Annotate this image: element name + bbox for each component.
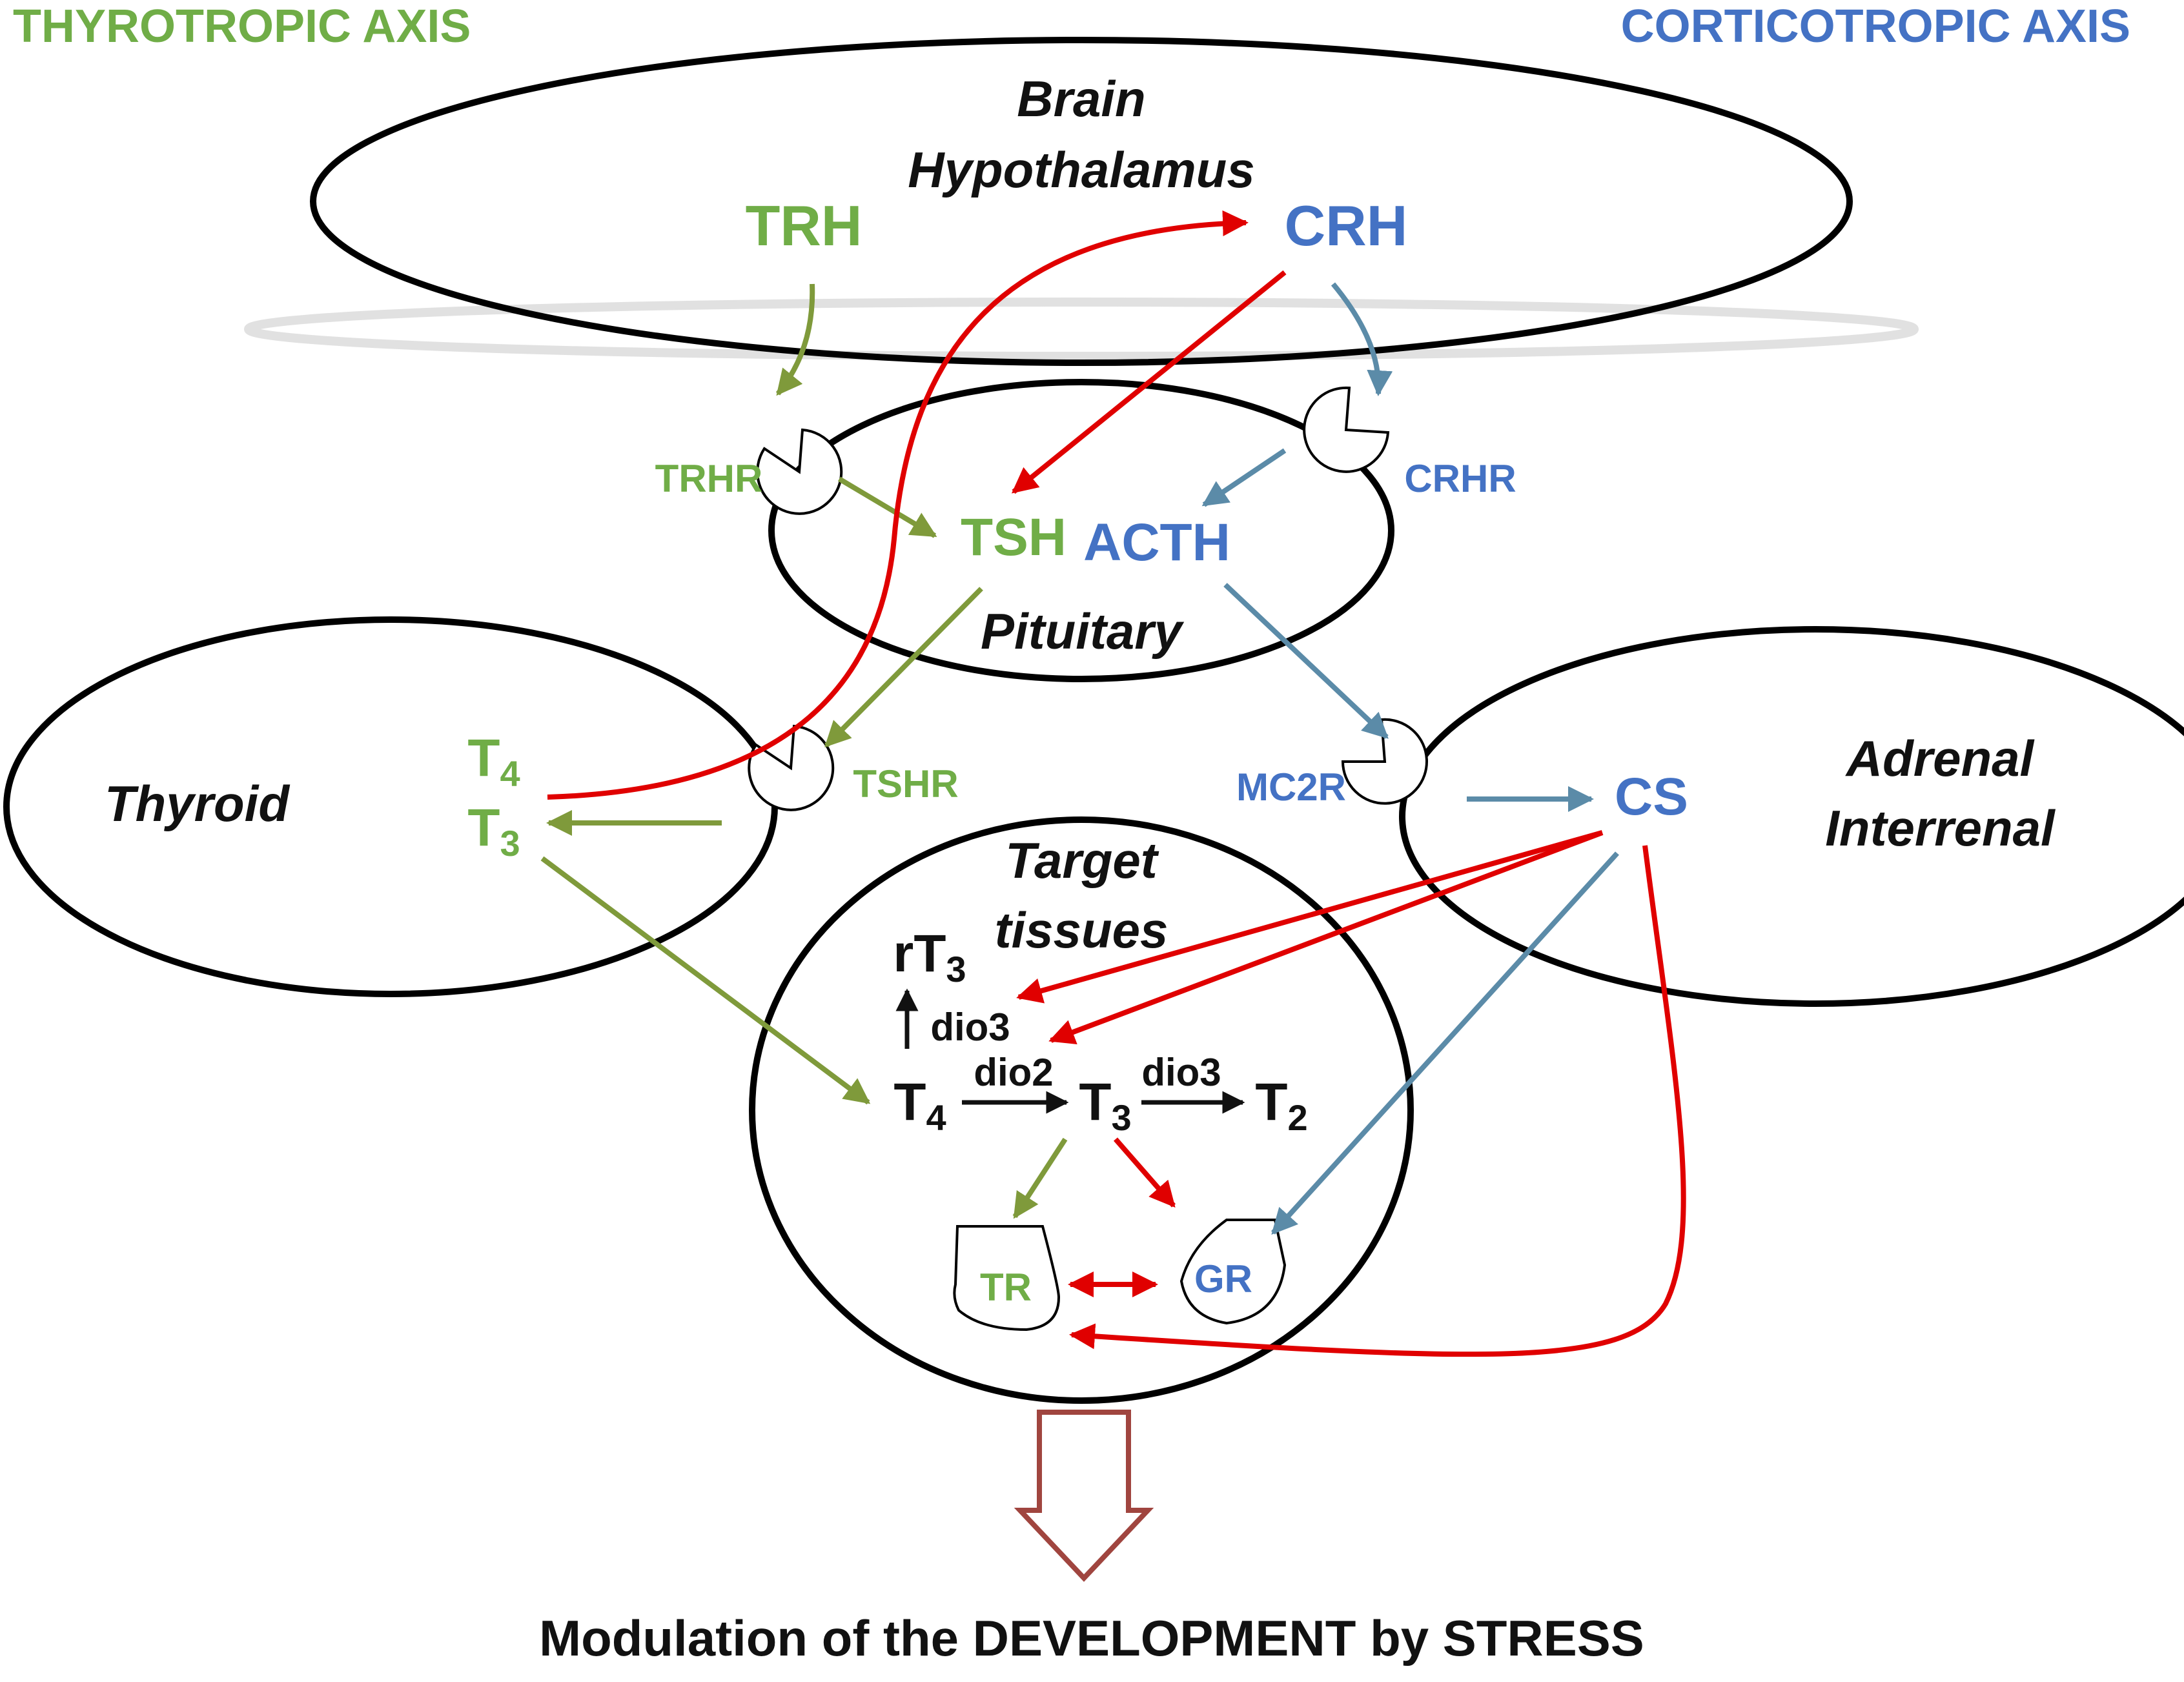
pituitary-compartment [768,379,1394,682]
tsh-to-tshr-arrow [824,587,983,747]
t4-to-crh-red-arrow [547,210,1249,800]
tshr-label: TSHR [853,762,958,806]
mc2r-label: MC2R [1236,765,1346,809]
tr-receptor-icon [953,1225,1061,1332]
pituitary-label: Pituitary [981,603,1185,660]
acth-hormone: ACTH [1083,513,1230,572]
target-label: Target [1005,832,1159,889]
trhr-label: TRHR [655,457,763,500]
gr-label: GR [1194,1257,1252,1301]
dio3-up-label: dio3 [930,1006,1010,1049]
cs-to-dio3-red-arrow [1016,830,1604,1004]
tissues-label: tissues [995,902,1169,958]
trh-hormone: TRH [746,194,862,258]
corticotropic-axis-heading: CORTICOTROPIC AXIS [1621,1,2130,52]
cs-to-tr-red-arrow [1069,845,1686,1357]
crh-hormone: CRH [1285,194,1408,258]
t4-target-label: T4 [893,1073,946,1138]
t2-target-label: T2 [1255,1073,1307,1138]
dio2-label: dio2 [974,1051,1053,1094]
tshr-receptor-icon [748,724,835,811]
t3-thyroid-hormone: T3 [467,798,520,864]
t3-to-tr-arrow [1012,1137,1068,1219]
crh-to-crhr-arrow [1331,282,1393,396]
tsh-hormone: TSH [961,508,1066,567]
rt3-label: rT3 [893,924,966,989]
development-outcome-arrow [1014,1410,1154,1582]
brain-label: Brain [1017,70,1145,127]
cs-hormone: CS [1615,767,1688,826]
crhr-label: CRHR [1404,457,1516,500]
brain-shadow [244,298,1919,361]
target-tissues-compartment [749,816,1414,1404]
thyrotropic-axis-heading: THYROTROPIC AXIS [13,1,471,52]
trh-to-trhr-arrow [775,283,815,396]
interrenal-label: Interrenal [1825,800,2056,856]
development-stress-caption: Modulation of the DEVELOPMENT by STRESS [539,1610,1644,1667]
trhr-to-tsh-arrow [837,476,937,538]
mc2r-receptor-icon [1341,718,1428,805]
crhr-to-acth-arrow [1201,448,1287,507]
tr-label: TR [980,1266,1032,1309]
thyroid-label: Thyroid [105,775,290,832]
cs-to-dio2-red-arrow [1048,830,1604,1045]
brain-hypothalamus-compartment [310,37,1853,366]
gr-receptor-icon [1179,1219,1287,1325]
t3-target-label: T3 [1079,1073,1131,1138]
t4-thyroid-hormone: T4 [467,729,520,794]
adrenal-interrenal-compartment [1399,626,2184,1007]
adrenal-label: Adrenal [1845,730,2035,787]
trhr-receptor-icon [756,428,843,515]
t3-to-target-tissues-arrow [540,856,871,1105]
acth-to-mc2r-arrow [1223,583,1389,739]
crhr-receptor-icon [1303,386,1390,473]
crh-to-tsh-red-arrow [1011,270,1287,494]
dio3-right-label: dio3 [1141,1051,1221,1094]
t3-to-gr-red-arrow [1113,1137,1176,1208]
hypothalamus-label: Hypothalamus [908,141,1254,198]
cs-to-gr-arrow [1271,851,1619,1235]
